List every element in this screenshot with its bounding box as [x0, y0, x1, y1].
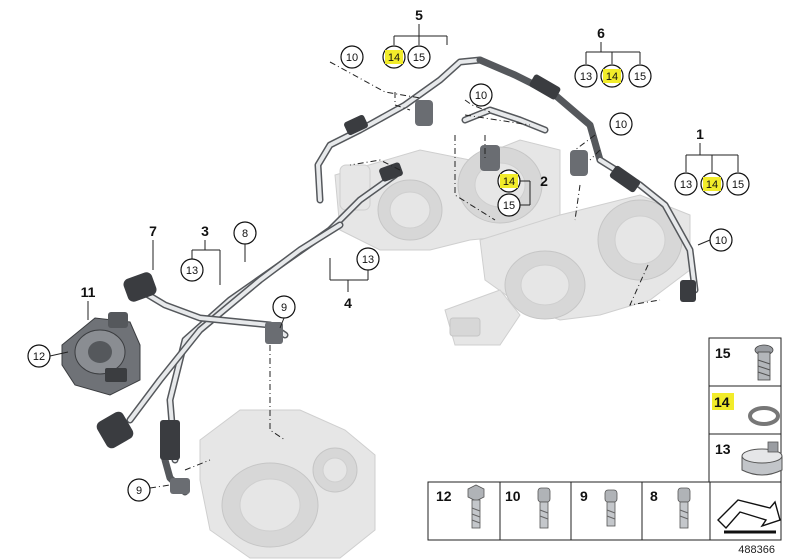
- callout-group-2: 2: [520, 173, 548, 206]
- callout-13d: 13: [356, 247, 380, 271]
- auxiliary-water-pump: [61, 312, 141, 396]
- callout-10a: 10: [340, 45, 364, 69]
- legend-8-label: 8: [650, 488, 658, 504]
- callout-8-label: 8: [242, 228, 248, 240]
- callout-11: 11: [81, 284, 96, 320]
- callout-14d-label: 14: [706, 179, 718, 191]
- callout-12-label: 12: [33, 351, 45, 363]
- assembly-lines: [149, 61, 661, 489]
- callout-6-label: 6: [597, 25, 605, 41]
- callout-group-1: 1: [685, 126, 739, 172]
- callout-13d-label: 13: [362, 254, 374, 266]
- callout-14b: 14: [600, 64, 624, 88]
- legend-15-label: 15: [715, 345, 731, 361]
- callout-7: 7: [149, 223, 157, 270]
- callout-10c: 10: [609, 112, 633, 136]
- callout-9a-label: 9: [281, 302, 287, 314]
- legend-panel-13: 13: [708, 433, 783, 483]
- callout-group-4: 4: [329, 258, 369, 311]
- banjo-bolt-icon: [754, 344, 774, 381]
- callout-13a-label: 13: [580, 71, 592, 83]
- legend-10-label: 10: [505, 488, 521, 504]
- legend-14-label: 14: [714, 394, 730, 410]
- callout-3-label: 3: [201, 223, 209, 239]
- callout-10d: 10: [697, 228, 733, 252]
- callout-13b: 13: [674, 172, 698, 196]
- callout-8: 8: [233, 221, 257, 262]
- callout-1-label: 1: [696, 126, 704, 142]
- hose-clamp-icon: [741, 441, 783, 476]
- callout-10b-label: 10: [475, 90, 487, 102]
- hex-bolt-icon: [467, 484, 485, 529]
- callout-15c-label: 15: [503, 200, 515, 212]
- legend-13-label: 13: [715, 441, 731, 457]
- turbocharger-ghost-right: [444, 194, 691, 346]
- callout-9b-label: 9: [136, 485, 142, 497]
- legend-panel-12: 12: [427, 481, 501, 541]
- callout-15b: 15: [628, 64, 652, 88]
- callout-14a: 14: [382, 45, 406, 69]
- callout-group-6: 6: [585, 25, 641, 64]
- callout-15d: 15: [726, 172, 750, 196]
- callout-14d: 14: [700, 172, 724, 196]
- callout-7-label: 7: [149, 223, 157, 239]
- callout-group-3: 3: [191, 223, 221, 285]
- water-pump-ghost: [199, 409, 376, 559]
- callout-14a-label: 14: [388, 52, 400, 64]
- callout-15b-label: 15: [634, 71, 646, 83]
- legend-12-label: 12: [436, 488, 452, 504]
- callout-14b-label: 14: [606, 71, 618, 83]
- callout-10a-label: 10: [346, 52, 358, 64]
- callout-2-label: 2: [540, 173, 548, 189]
- callout-13c: 13: [180, 258, 204, 282]
- legend-panel-9: 9: [570, 481, 643, 541]
- diagram-part-number: 488366: [738, 544, 775, 556]
- callout-group-5: 5: [393, 7, 448, 45]
- legend-panel-arrow[interactable]: [709, 481, 782, 541]
- callout-11-label: 11: [81, 284, 96, 300]
- callout-4-label: 4: [344, 295, 352, 311]
- callout-12: 12: [27, 344, 69, 368]
- callout-15d-label: 15: [732, 179, 744, 191]
- callout-9b: 9: [127, 478, 151, 502]
- sealing-ring-icon: [748, 406, 780, 426]
- callout-13b-label: 13: [680, 179, 692, 191]
- socket-bolt-icon-9: [604, 489, 618, 527]
- callout-10d-label: 10: [715, 235, 727, 247]
- legend-panel-10: 10: [499, 481, 572, 541]
- socket-bolt-icon-10: [537, 487, 551, 529]
- callout-15a-label: 15: [413, 52, 425, 64]
- legend-9-label: 9: [580, 488, 588, 504]
- callout-13c-label: 13: [186, 265, 198, 277]
- legend-panel-8: 8: [641, 481, 711, 541]
- coolant-line-main: [126, 171, 399, 464]
- callout-9a: 9: [272, 295, 296, 329]
- socket-bolt-icon-8: [677, 487, 691, 529]
- legend-panel-15: 15: [708, 337, 782, 387]
- callout-15a: 15: [407, 45, 431, 69]
- callout-10b: 10: [469, 83, 493, 107]
- legend-panel-14: 14: [708, 385, 782, 435]
- callout-14c-label: 14: [503, 176, 515, 188]
- callout-13a: 13: [574, 64, 598, 88]
- hose-fittings: [96, 74, 696, 494]
- callout-10c-label: 10: [615, 119, 627, 131]
- callout-14c: 14: [497, 169, 521, 193]
- callout-15c: 15: [497, 193, 521, 217]
- callout-5-label: 5: [415, 7, 423, 23]
- next-page-arrow-icon[interactable]: [717, 499, 781, 534]
